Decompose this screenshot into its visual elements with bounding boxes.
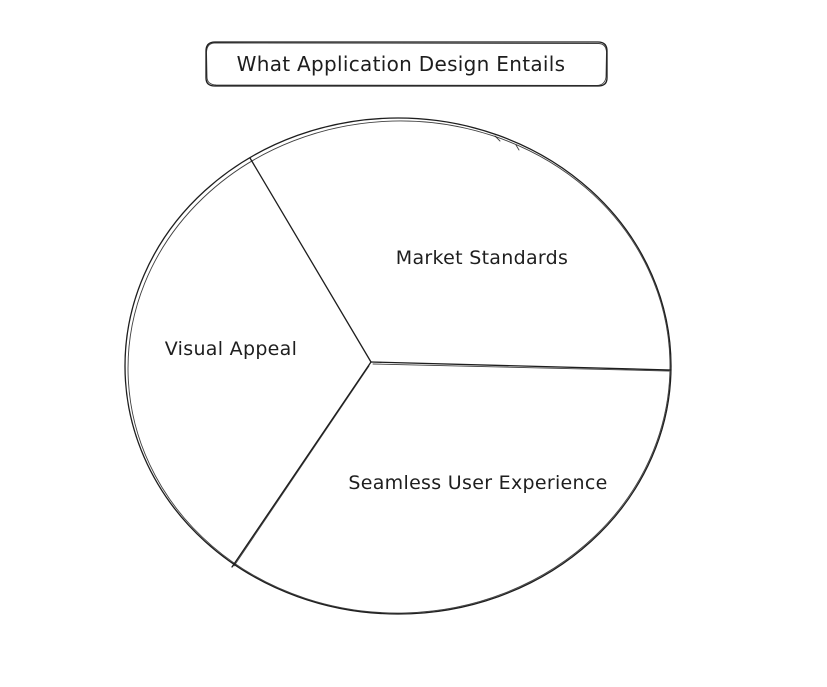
segment-label-seamless-user-experience: Seamless User Experience	[348, 472, 607, 494]
diagram-title: What Application Design Entails	[237, 52, 566, 76]
segment-label-market-standards: Market Standards	[396, 247, 569, 269]
title-box-outline	[205, 41, 608, 87]
divider-upper-left	[249, 157, 372, 363]
divider-lower-left-overdraw	[233, 365, 370, 567]
segment-label-visual-appeal: Visual Appeal	[165, 338, 297, 360]
pie-circle-outline	[124, 117, 672, 615]
pie-circle-overdraw	[127, 120, 671, 614]
pie-dividers	[231, 157, 672, 568]
circle-tick	[494, 135, 520, 151]
divider-lower-left	[231, 361, 372, 568]
title-box: What Application Design Entails	[205, 41, 608, 87]
divider-right-overdraw	[372, 363, 670, 372]
divider-right	[370, 361, 672, 371]
pie-circle	[124, 117, 672, 615]
title-box-outline-overdraw	[206, 42, 607, 86]
